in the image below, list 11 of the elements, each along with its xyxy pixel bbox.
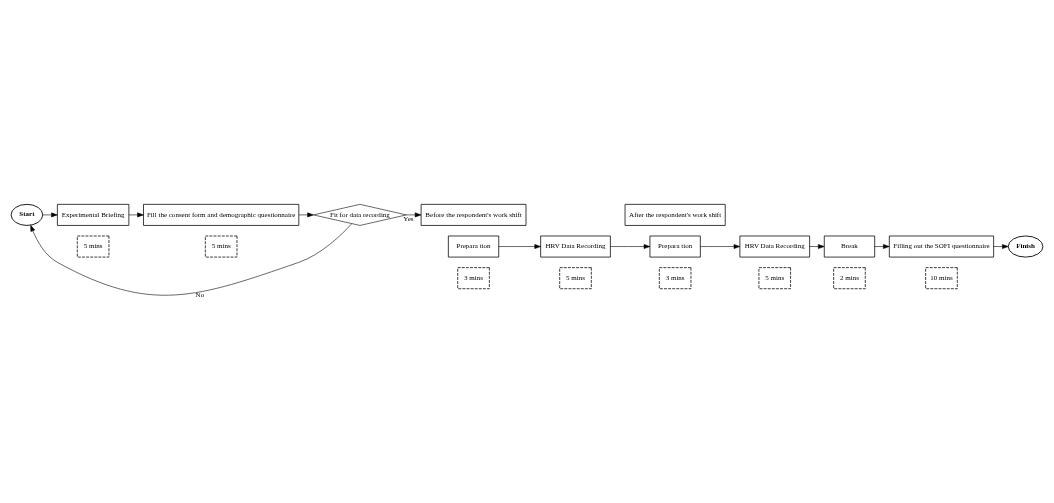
arrow xyxy=(809,244,825,249)
arrow xyxy=(42,212,58,218)
arrow xyxy=(874,244,890,249)
arrow xyxy=(30,223,353,296)
arrow xyxy=(498,244,541,249)
arrow xyxy=(406,212,422,218)
arrow xyxy=(700,244,741,249)
arrow xyxy=(298,212,314,218)
arrow xyxy=(993,244,1009,249)
arrow xyxy=(128,212,144,218)
arrow xyxy=(610,244,651,249)
